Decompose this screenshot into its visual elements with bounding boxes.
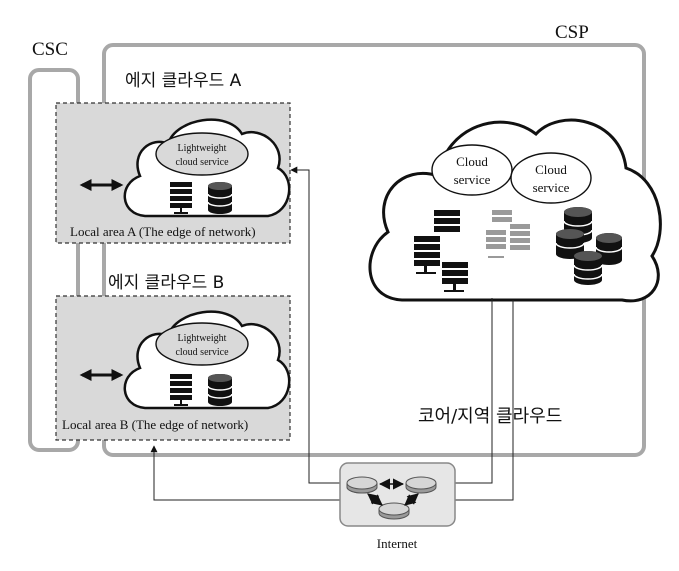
router-link-arrow [404,493,419,506]
edge-b-service-line1: Lightweight [178,333,227,344]
server-rack-icon [414,236,440,274]
server-rack-icon [170,374,192,406]
core-cloud [368,118,662,303]
core-cloud-label: 코어/지역 클라우드 [418,406,562,427]
csc-label: CSC [32,39,68,60]
database-icon [555,229,585,259]
edge-b-area-label: Local area B (The edge of network) [62,417,248,432]
internet-to-edge-b-line [150,445,340,501]
database-icon [207,374,233,406]
edge-b-service-line2: cloud service [175,347,229,358]
core-service-bubble-1 [431,144,513,196]
csc-boundary [28,68,80,452]
edge-a-service-line2: cloud service [175,157,229,168]
core-service-1-line1: Cloud [456,154,488,169]
database-icon [207,182,233,214]
server-rack-icon [486,210,530,258]
database-icon [573,251,603,285]
edge-a-title: 에지 클라우드 A [125,71,242,91]
database-icon [595,233,623,265]
core-service-2-line1: Cloud [535,162,567,177]
server-rack-icon [442,262,468,292]
internet-to-core-line-1 [455,298,493,484]
router-link-arrow [367,493,383,506]
edge-b-title: 에지 클라우드 B [108,273,224,293]
edge-a-area-label: Local area A (The edge of network) [70,224,256,239]
server-rack-icon [434,210,460,232]
edge-b-service-bubble [155,322,249,366]
core-service-1-line2: service [454,172,491,187]
internet-to-edge-a-line [290,166,360,484]
core-service-2-line2: service [533,180,570,195]
internet-label: Internet [377,536,418,551]
server-rack-icon [170,182,192,214]
router-icon [346,476,378,494]
router-icon [405,476,437,494]
core-service-bubble-2 [510,152,592,204]
router-icon [378,502,410,520]
internet-to-core-line-2 [455,300,514,501]
csp-label: CSP [555,22,589,43]
edge-a-service-bubble [155,132,249,176]
edge-a-service-line1: Lightweight [178,143,227,154]
